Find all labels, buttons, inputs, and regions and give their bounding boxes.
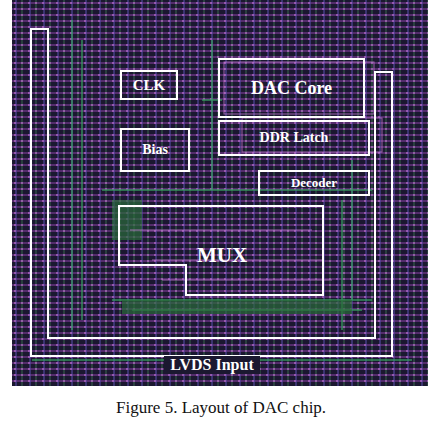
block-label: MUX	[197, 243, 247, 268]
block-label: CLK	[133, 77, 166, 94]
block-outline: Bias	[120, 128, 190, 172]
block-label: LVDS Input	[164, 356, 259, 374]
block-outline: CLK	[120, 70, 178, 100]
block-label: DAC Core	[251, 78, 332, 99]
block-outline: DAC Core	[218, 58, 365, 118]
block-outline: DDR Latch	[218, 120, 370, 156]
io-band: LVDS Input	[30, 28, 394, 374]
block-outline-shape	[30, 28, 394, 374]
block-label: Decoder	[291, 175, 337, 191]
block-outline: Decoder	[258, 170, 370, 196]
block-label: DDR Latch	[260, 130, 329, 146]
figure-caption: Figure 5. Layout of DAC chip.	[116, 398, 326, 418]
block-outline: MUX	[118, 205, 326, 297]
block-label: Bias	[142, 142, 168, 158]
